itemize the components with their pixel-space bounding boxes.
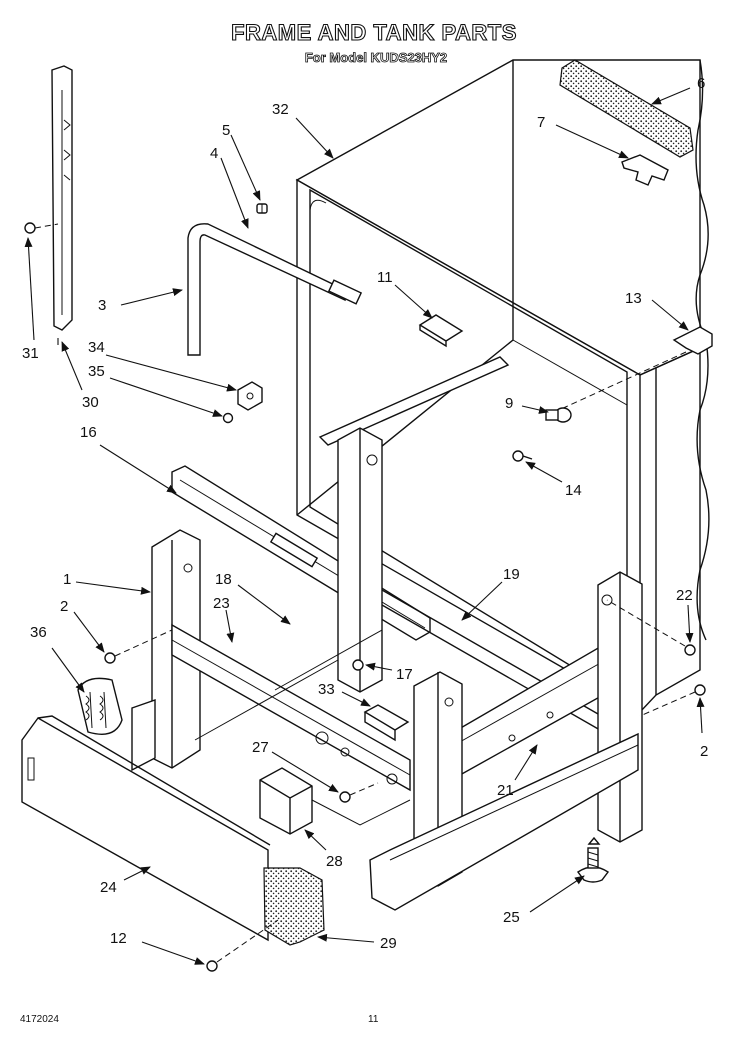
- callout-2-left: 2: [60, 598, 68, 615]
- part-31-screw: [24, 222, 59, 234]
- part-25-leveling-leg: [576, 836, 610, 883]
- part-27-screw: [339, 782, 379, 803]
- part-12-screw: [206, 919, 279, 972]
- callout-5: 5: [222, 122, 230, 139]
- part-28-box: [259, 767, 313, 835]
- callout-13: 13: [625, 290, 642, 307]
- leader-lines: [24, 87, 705, 965]
- part-13-bracket: [672, 326, 713, 355]
- callout-18: 18: [215, 571, 232, 588]
- callout-22: 22: [676, 587, 693, 604]
- callout-23: 23: [213, 595, 230, 612]
- callout-21: 21: [497, 782, 514, 799]
- callout-labels: 1 2 2 3 4 5 6 7 9 11 12 13 14 16 17 18 1…: [22, 75, 708, 952]
- callout-36: 36: [30, 624, 47, 641]
- callout-29: 29: [380, 935, 397, 952]
- callout-3: 3: [98, 297, 106, 314]
- part-32-tank: [295, 59, 710, 714]
- callout-31: 31: [22, 345, 39, 362]
- part-34-bracket: [237, 381, 263, 411]
- callout-27: 27: [252, 739, 269, 756]
- callout-30: 30: [82, 394, 99, 411]
- part-33-block: [363, 704, 410, 742]
- part-5-plug: [256, 203, 268, 214]
- part-4-cap: [327, 279, 363, 305]
- callout-34: 34: [88, 339, 105, 356]
- callout-7: 7: [537, 114, 545, 131]
- callout-28: 28: [326, 853, 343, 870]
- part-17-screw: [352, 659, 364, 671]
- frame-assembly: [131, 427, 643, 911]
- part-35-screw: [222, 412, 234, 424]
- part-14-screw: [512, 450, 533, 462]
- part-7-clip: [621, 154, 669, 186]
- part-3-rail: [187, 223, 346, 356]
- callout-33: 33: [318, 681, 335, 698]
- callout-9: 9: [505, 395, 513, 412]
- page-number: 11: [368, 1014, 379, 1025]
- part-36-spring-plate: [77, 677, 123, 735]
- callout-16: 16: [80, 424, 97, 441]
- callout-1: 1: [63, 571, 71, 588]
- inner-rail: [318, 356, 510, 446]
- callout-2-right: 2: [700, 743, 708, 760]
- callout-35: 35: [88, 363, 105, 380]
- callout-24: 24: [100, 879, 117, 896]
- callout-32: 32: [272, 101, 289, 118]
- callout-6: 6: [697, 75, 705, 92]
- part-29-insulation: [263, 867, 325, 946]
- part-2-screw-left: [104, 629, 173, 664]
- callout-25: 25: [503, 909, 520, 926]
- callout-19: 19: [503, 566, 520, 583]
- callout-17: 17: [396, 666, 413, 683]
- part-9-grommet: [545, 407, 572, 423]
- diagram-title: FRAME AND TANK PARTS: [231, 20, 517, 45]
- callout-4: 4: [210, 145, 218, 162]
- part-2-screw-right: [639, 684, 706, 717]
- callout-12: 12: [110, 930, 127, 947]
- callout-14: 14: [565, 482, 582, 499]
- part-22-screw: [606, 599, 696, 656]
- part-6-strip: [559, 59, 694, 158]
- part-number: 4172024: [20, 1014, 59, 1025]
- model-subtitle: For Model KUDS23HY2: [305, 50, 447, 65]
- callout-11: 11: [377, 269, 393, 286]
